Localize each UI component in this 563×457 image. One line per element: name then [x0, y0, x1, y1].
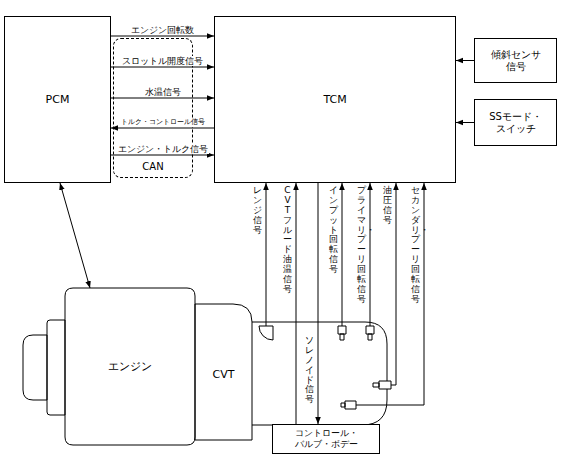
signal-line — [266, 183, 267, 326]
signal-line — [318, 183, 319, 424]
signal-line — [356, 183, 424, 405]
signal-label: インプット回転信号 — [329, 186, 338, 275]
range-switch — [259, 326, 273, 340]
node-label: SSモード・ スイッチ — [487, 111, 544, 135]
node-label: 傾斜センサ 信号 — [487, 49, 544, 73]
speed-sensor — [366, 326, 374, 340]
engine-cover — [47, 320, 65, 415]
node-label: コントロール・ バルブ・ボデー — [283, 428, 369, 450]
signal-line — [111, 155, 214, 156]
controller-box: PCM — [4, 16, 111, 183]
signal-label: トルク・コントロール信号 — [120, 118, 206, 127]
signal-label: 油圧信号 — [383, 186, 392, 226]
signal-line — [111, 128, 214, 129]
node-label: PCM — [46, 93, 70, 106]
engine-shape: エンジン — [20, 285, 195, 447]
engine-pulley — [23, 335, 47, 400]
signal-line — [60, 183, 90, 288]
outline-svg — [20, 285, 195, 447]
signal-line — [456, 60, 474, 61]
signal-label: エンジン・トルク信号 — [117, 144, 209, 154]
signal-label: レンジ信号 — [253, 186, 262, 235]
signal-label: CVTフルード油温信号 — [283, 186, 292, 295]
engine-block — [65, 288, 195, 445]
bell-housing — [195, 304, 252, 440]
node-label: CVT — [213, 368, 235, 381]
transmission-case — [252, 322, 387, 425]
signal-label: ソレノイド信号 — [305, 336, 314, 405]
controller-box: TCM — [214, 16, 456, 183]
signal-line — [111, 67, 214, 68]
signal-line — [456, 122, 474, 123]
input-box: SSモード・ スイッチ — [474, 99, 557, 146]
node-label: エンジン — [108, 360, 152, 373]
signal-label: セカンダリ・プーリ回転信号 — [411, 186, 420, 305]
signal-label: 水温信号 — [144, 87, 182, 97]
transmission-shape: CVT — [195, 300, 393, 440]
signal-label: プライマリ・プーリ回転信号 — [357, 186, 366, 305]
signal-line — [111, 36, 214, 37]
signal-label: エンジン回転数 — [130, 25, 195, 35]
signal-line — [370, 183, 371, 326]
pressure-sensor — [373, 381, 391, 389]
valve-body-box: コントロール・ バルブ・ボデー — [272, 424, 380, 454]
node-label: TCM — [323, 93, 346, 106]
text-area: エンジン — [65, 288, 195, 445]
node-label: CAN — [142, 161, 163, 173]
signal-line — [296, 183, 297, 424]
signal-line — [111, 98, 214, 99]
speed-sensor — [341, 401, 356, 409]
text-area: CVT — [195, 310, 252, 440]
signal-label: スロットル開度信号 — [121, 56, 204, 66]
input-box: 傾斜センサ 信号 — [474, 38, 557, 83]
speed-sensor — [338, 326, 346, 340]
signal-line — [342, 183, 343, 326]
